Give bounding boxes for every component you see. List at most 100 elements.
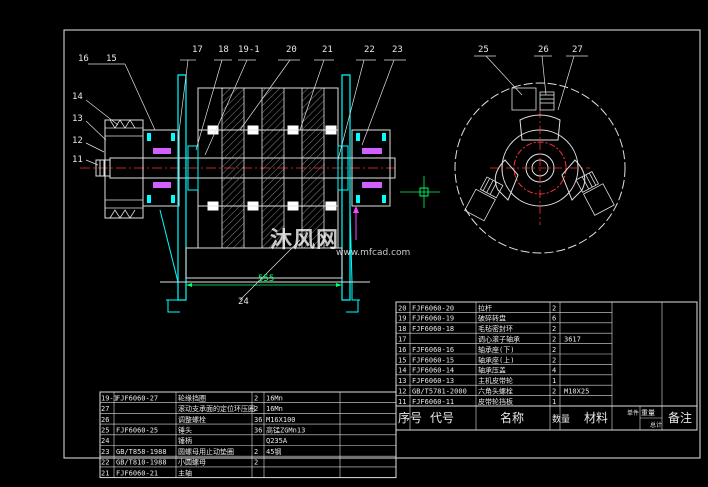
bom-upper-cell: 19 [398, 315, 406, 323]
bom-upper-cell: GB/T5781-2000 [412, 388, 467, 396]
bom-lower-cell: 36 [254, 427, 262, 435]
bom-upper-header: 名称 [500, 410, 524, 425]
bom-lower-cell: M16X100 [266, 416, 296, 424]
bom-upper-cell: 1 [552, 398, 556, 406]
bom-upper-row: 11 FJF6060-11 皮带轮挡板 1 [396, 397, 612, 407]
bom-upper-cell: 2 [552, 336, 556, 344]
bom-lower-cell: 2 [254, 394, 258, 402]
watermark-url: www.mfcad.com [336, 248, 411, 258]
bom-upper-cell: M10X25 [564, 388, 589, 396]
bom-upper-cell: 4 [552, 367, 556, 375]
bom-lower-cell: Q235A [266, 437, 288, 445]
balloon-15: 15 [106, 54, 117, 64]
bom-lower-cell: FJF6060-21 [116, 469, 158, 477]
bom-upper-cell: 皮带轮挡板 [478, 397, 513, 406]
bom-upper-header: 总计 [650, 421, 662, 429]
balloon-13: 13 [72, 114, 83, 124]
bom-lower-row: 23 GB/T858-1988 圆螺母用止动垫圈 2 45钢 [100, 445, 396, 456]
balloon-12: 12 [72, 136, 83, 146]
bom-lower-cell: 27 [101, 405, 109, 413]
bom-upper-cell: FJF6060-11 [412, 398, 454, 406]
watermark-brand: 沐风网 [270, 228, 340, 253]
balloon-23: 23 [392, 45, 403, 55]
bom-lower-cell: 21 [101, 469, 109, 477]
balloon-27: 27 [572, 45, 583, 55]
bom-upper-cell: 11 [398, 398, 406, 406]
bom-lower-cell: 锤头 [178, 426, 192, 435]
balloon-19-1: 19-1 [238, 45, 260, 55]
bom-lower-row: 26 调整螺栓 36 M16X100 [100, 413, 396, 424]
right-bearing [351, 129, 391, 207]
bom-lower-cell: 36 [254, 416, 262, 424]
bom-upper-cell: 16 [398, 346, 406, 354]
bom-upper-cell: FJF6060-20 [412, 304, 454, 312]
bom-upper-cell: 2 [552, 325, 556, 333]
bom-lower-cell: 25 [101, 427, 109, 435]
bom-lower-cell: 22 [101, 459, 109, 467]
bom-upper-row: 16 FJF6060-16 轴承座(下) 2 [396, 345, 612, 355]
bom-upper-row: 17 调心滚子轴承 2 3617 [396, 335, 612, 344]
balloon-20: 20 [286, 45, 297, 55]
bom-lower-cell: GB/T810-1988 [116, 459, 167, 467]
balloon-16: 16 [78, 54, 89, 64]
bom-upper-cell: 调心滚子轴承 [478, 335, 520, 344]
bom-lower-cell: GB/T858-1988 [116, 448, 167, 456]
bom-lower-cell: 2 [254, 448, 258, 456]
balloon-18: 18 [218, 45, 229, 55]
bom-upper-cell: 1 [552, 377, 556, 385]
balloon-17: 17 [192, 45, 203, 55]
bom-upper-cell: 15 [398, 356, 406, 364]
bom-upper-cell: 14 [398, 367, 406, 375]
bom-upper-header: 数量 [552, 413, 570, 425]
bom-upper-cell: 6 [552, 315, 556, 323]
drawing-frame [63, 29, 701, 459]
bom-lower-cell: FJF6060-25 [116, 427, 158, 435]
bom-upper-header: 代号 [430, 411, 454, 425]
bom-upper-cell: 18 [398, 325, 406, 333]
bom-lower-cell: 16Mn [266, 394, 283, 402]
bom-upper-cell: 毛毡密封环 [478, 324, 513, 333]
bom-upper-row: 14 FJF6060-14 轴承压盖 4 [396, 366, 612, 376]
bom-upper-cell: 2 [552, 346, 556, 354]
bom-upper-cell: FJF6060-16 [412, 346, 454, 354]
bom-upper-cell: 12 [398, 388, 406, 396]
side-view [80, 59, 406, 313]
bom-lower-cell: 滚动支承面的定位环压圈 [178, 404, 255, 413]
bom-upper-cell: 轴承座(下) [478, 345, 514, 354]
bom-upper-header: 备注 [668, 410, 692, 425]
bom-upper-cell: 轴承座(上) [478, 355, 514, 364]
bom-upper-cell: FJF6060-14 [412, 367, 454, 375]
balloon-25: 25 [478, 45, 489, 55]
bom-lower-cell: 26 [101, 416, 109, 424]
bom-upper-header: 序号 [398, 410, 422, 425]
bom-upper-cell: 破碎转盘 [478, 314, 506, 323]
bom-upper-header: 单件 [627, 409, 639, 417]
balloon-22: 22 [364, 45, 375, 55]
balloon-21: 21 [322, 45, 333, 55]
balloon-26: 26 [538, 45, 549, 55]
bom-lower-cell: 2 [254, 405, 258, 413]
bom-lower-cell: 调整螺栓 [178, 415, 206, 424]
bom-lower-cell: 圆螺母用止动垫圈 [178, 447, 234, 456]
bom-upper-cell: 2 [552, 356, 556, 364]
bom-upper-cell: 3617 [564, 336, 581, 344]
bom-lower-cell: 小圆螺母 [178, 458, 206, 467]
bom-upper-cell: 17 [398, 336, 406, 344]
bom-upper-cell: 2 [552, 304, 556, 312]
bom-lower-cell: 23 [101, 448, 109, 456]
bom-lower-cell: 高锰ZGMn13 [266, 426, 305, 435]
pulley [104, 119, 144, 219]
bom-lower-cell: 45钢 [266, 447, 281, 456]
bom-upper-cell: 轴承压盖 [478, 366, 506, 375]
